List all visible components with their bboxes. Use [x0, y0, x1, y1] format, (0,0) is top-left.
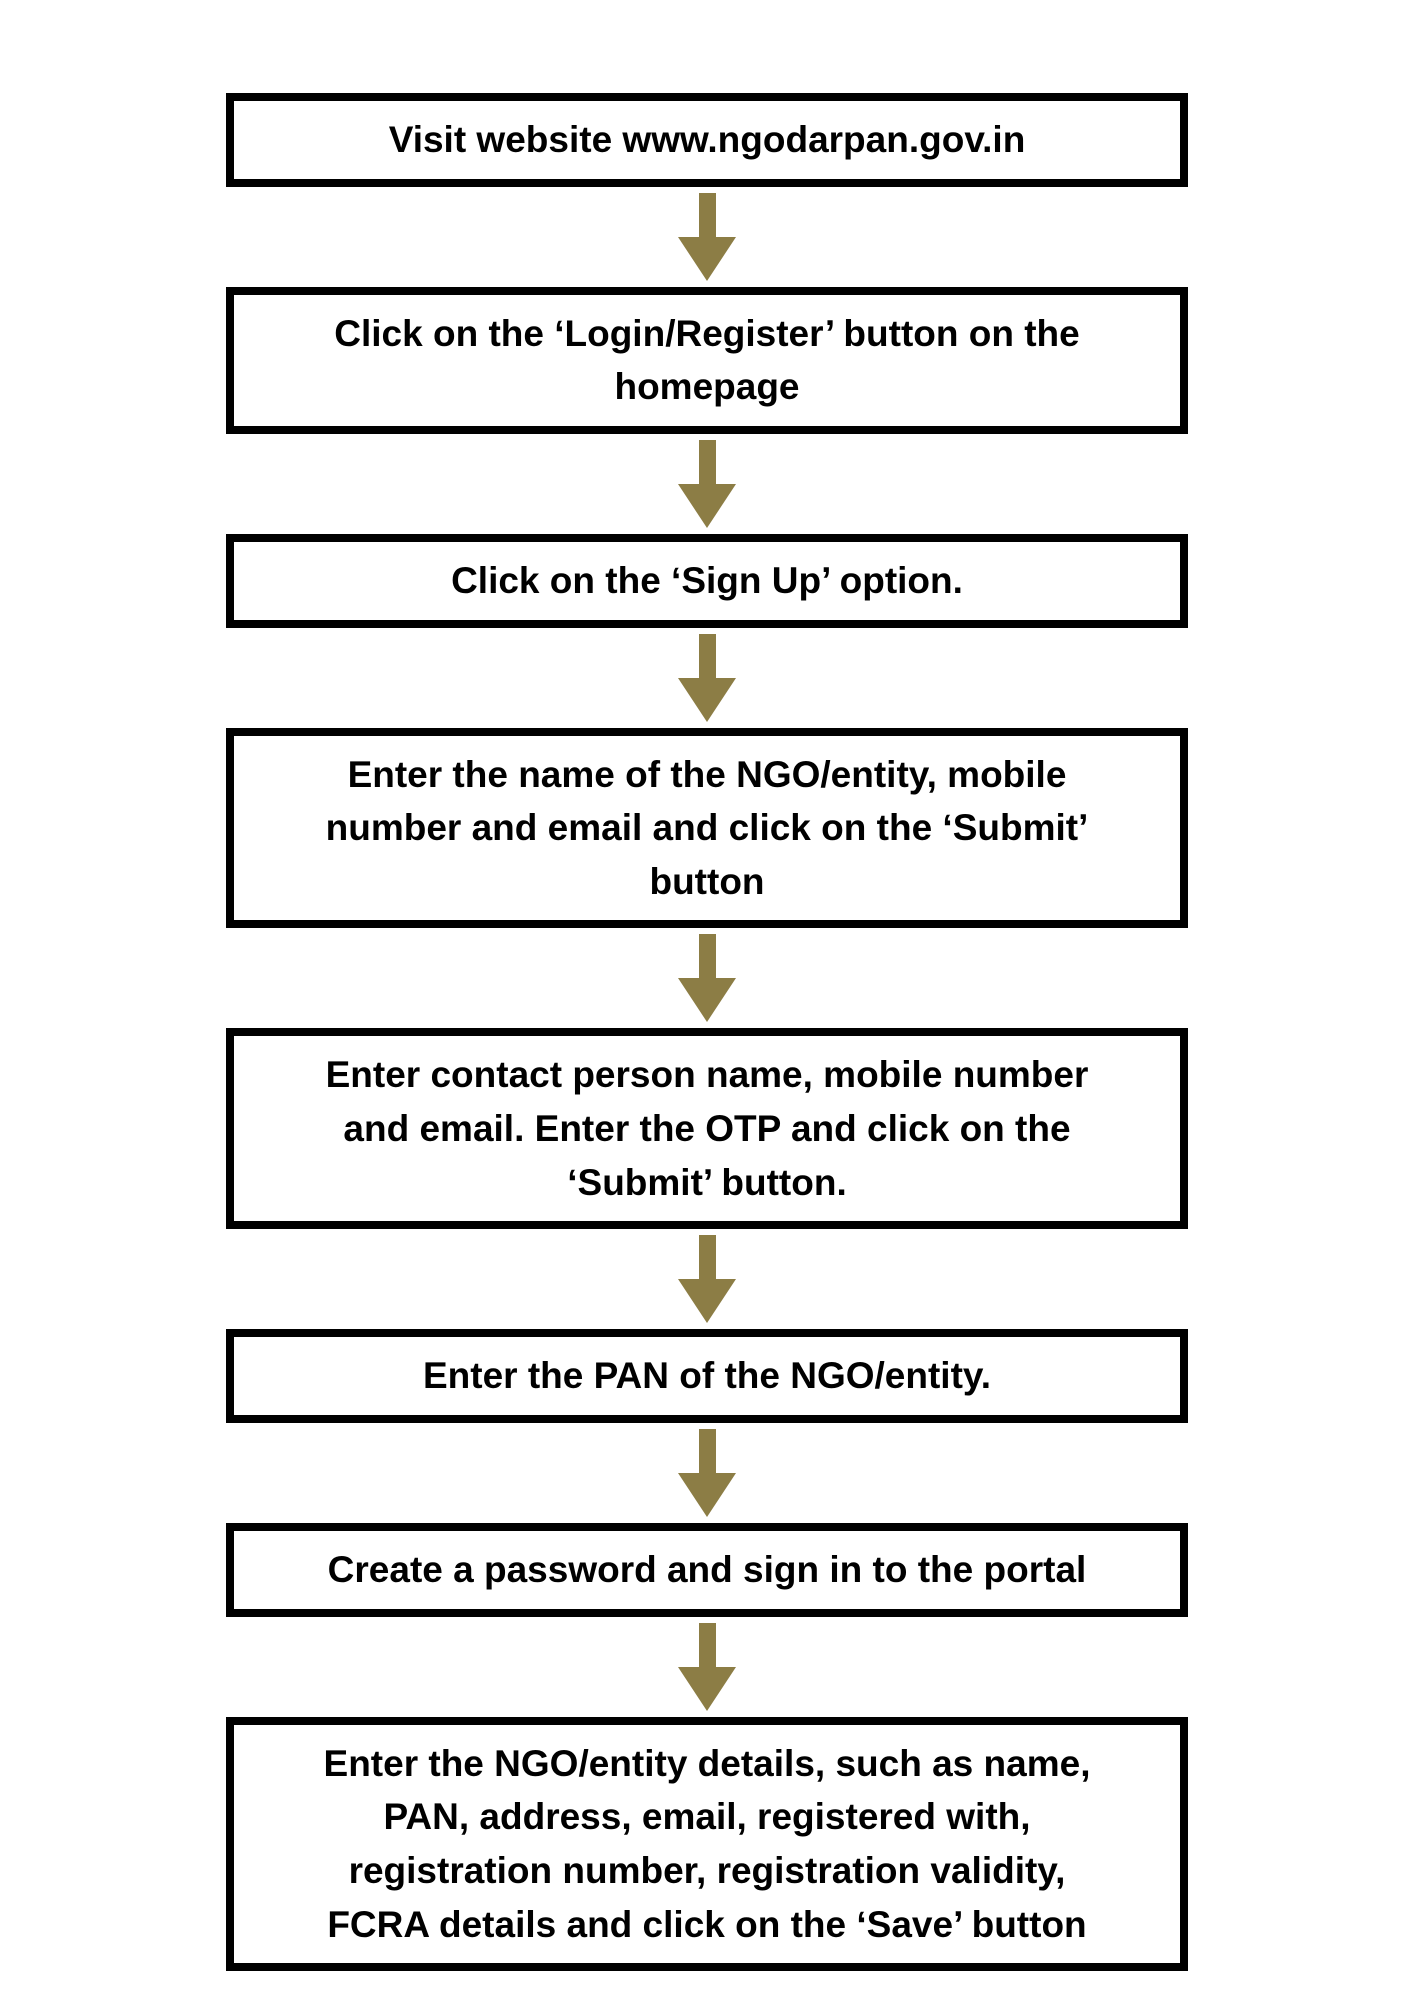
- down-arrow-icon: [678, 1429, 736, 1518]
- flow-step-contact-person-otp: Enter contact person name, mobile number…: [226, 1028, 1188, 1230]
- flow-step-label: Enter the PAN of the NGO/entity.: [422, 1355, 992, 1397]
- flow-step-label: Click on the ‘Sign Up’ option.: [451, 559, 963, 601]
- arrow-head: [678, 236, 736, 281]
- flow-step-create-password: Create a password and sign in to the por…: [226, 1523, 1188, 1617]
- flow-step-label: Click on the ‘Login/Register’ button on …: [334, 312, 1080, 408]
- down-arrow-icon: [678, 439, 736, 528]
- flow-step-label: Create a password and sign in to the por…: [327, 1549, 1087, 1591]
- flow-step-label: Enter the name of the NGO/entity, mobile…: [325, 753, 1089, 902]
- down-arrow-icon: [678, 934, 736, 1023]
- arrow-head: [678, 978, 736, 1023]
- down-arrow-icon: [678, 633, 736, 722]
- flow-step-label: Enter the NGO/entity details, such as na…: [323, 1742, 1091, 1945]
- arrow-head: [678, 483, 736, 528]
- arrow-stem: [698, 192, 716, 237]
- arrow-head: [678, 1666, 736, 1711]
- flow-step-enter-pan: Enter the PAN of the NGO/entity.: [226, 1329, 1188, 1424]
- flow-step-enter-details-save: Enter the NGO/entity details, such as na…: [226, 1716, 1188, 1972]
- arrow-stem: [698, 439, 716, 484]
- arrow-stem: [698, 633, 716, 678]
- flow-step-label: Enter contact person name, mobile number…: [325, 1054, 1089, 1203]
- flow-step-label: Visit website www.ngodarpan.gov.in: [388, 119, 1026, 160]
- arrow-head: [678, 677, 736, 722]
- arrow-head: [678, 1473, 736, 1518]
- down-arrow-icon: [678, 1622, 736, 1711]
- arrow-stem: [698, 1235, 716, 1280]
- flow-step-login-register: Click on the ‘Login/Register’ button on …: [226, 286, 1188, 434]
- flow-step-visit-website: Visit website www.ngodarpan.gov.in: [226, 93, 1188, 187]
- arrow-head: [678, 1279, 736, 1324]
- down-arrow-icon: [678, 192, 736, 281]
- arrow-stem: [698, 1429, 716, 1474]
- flow-step-sign-up: Click on the ‘Sign Up’ option.: [226, 533, 1188, 628]
- down-arrow-icon: [678, 1235, 736, 1324]
- arrow-stem: [698, 1622, 716, 1667]
- arrow-stem: [698, 934, 716, 979]
- flow-step-enter-ngo-name: Enter the name of the NGO/entity, mobile…: [226, 727, 1188, 929]
